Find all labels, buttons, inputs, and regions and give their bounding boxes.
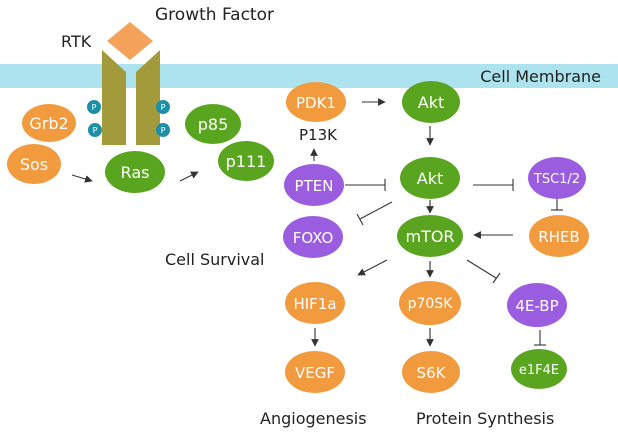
node-label: p85 bbox=[198, 115, 229, 134]
node-label: Grb2 bbox=[29, 114, 68, 133]
node-label: S6K bbox=[417, 364, 447, 382]
edge-akt-foxo bbox=[359, 201, 393, 220]
edge-mtor-hif1a bbox=[357, 259, 388, 276]
rtk-label: RTK bbox=[61, 32, 92, 51]
node-ras: Ras bbox=[105, 151, 165, 193]
node-e1f4e: e1F4E bbox=[511, 349, 567, 389]
node-p70sk: p70SK bbox=[399, 281, 461, 325]
node-label: Ras bbox=[121, 163, 150, 182]
p13k-label: P13K bbox=[299, 126, 338, 144]
node-label: p111 bbox=[226, 152, 267, 171]
node-label: 4E-BP bbox=[515, 297, 558, 315]
receptor-left-arm bbox=[102, 50, 126, 145]
phospho-site: P bbox=[88, 123, 102, 137]
growth-factor-label: Growth Factor bbox=[155, 5, 274, 25]
edge-sos-ras bbox=[71, 174, 93, 183]
node-label: PDK1 bbox=[296, 94, 336, 112]
node-label: TSC1/2 bbox=[533, 172, 580, 187]
svg-text:P: P bbox=[92, 103, 97, 112]
node-label: Akt bbox=[418, 93, 444, 112]
svg-text:P: P bbox=[161, 103, 166, 112]
node-grb2: Grb2 bbox=[22, 104, 76, 142]
node-label: FOXO bbox=[293, 229, 334, 247]
node-4ebp: 4E-BP bbox=[507, 283, 567, 327]
node-foxo: FOXO bbox=[283, 216, 343, 258]
cell-membrane-label: Cell Membrane bbox=[480, 67, 601, 86]
node-label: p70SK bbox=[408, 296, 454, 312]
phospho-site: P bbox=[87, 100, 101, 114]
protein-synthesis-label: Protein Synthesis bbox=[416, 409, 554, 428]
pathway-edges bbox=[71, 98, 563, 347]
edge-ras-pi3k bbox=[179, 171, 199, 182]
edge-mtor-4ebp-bar bbox=[492, 272, 501, 284]
svg-text:P: P bbox=[161, 126, 166, 135]
node-label: Akt bbox=[417, 169, 443, 188]
node-p85: p85 bbox=[185, 104, 241, 144]
node-pdk1: PDK1 bbox=[286, 82, 346, 122]
rtk-receptor bbox=[102, 50, 160, 145]
node-hif1a: HIF1a bbox=[285, 282, 345, 324]
node-mtor: mTOR bbox=[397, 215, 463, 257]
node-s6k: S6K bbox=[402, 351, 460, 393]
node-label: RHEB bbox=[538, 228, 579, 246]
edge-mtor-4ebp bbox=[466, 259, 497, 279]
receptor-right-arm bbox=[136, 50, 160, 145]
growth-factor-ligand bbox=[107, 22, 153, 60]
node-label: e1F4E bbox=[519, 363, 559, 378]
node-sos: Sos bbox=[7, 144, 61, 184]
cell-survival-label: Cell Survival bbox=[165, 250, 265, 269]
phospho-site: P bbox=[156, 123, 170, 137]
node-label: HIF1a bbox=[293, 295, 336, 313]
node-label: Sos bbox=[20, 155, 48, 174]
node-akt-top: Akt bbox=[402, 81, 460, 123]
node-akt-mid: Akt bbox=[400, 157, 460, 199]
node-p111: p111 bbox=[218, 141, 274, 181]
node-label: PTEN bbox=[295, 177, 334, 195]
phospho-site: P bbox=[156, 100, 170, 114]
node-rheb: RHEB bbox=[529, 215, 589, 257]
edge-akt-foxo-bar bbox=[356, 213, 364, 226]
node-tsc: TSC1/2 bbox=[528, 157, 586, 199]
node-vegf: VEGF bbox=[285, 351, 345, 393]
angiogenesis-label: Angiogenesis bbox=[260, 409, 367, 428]
node-pten: PTEN bbox=[284, 164, 344, 206]
node-label: VEGF bbox=[295, 364, 335, 382]
svg-text:P: P bbox=[93, 126, 98, 135]
node-label: mTOR bbox=[405, 227, 454, 246]
